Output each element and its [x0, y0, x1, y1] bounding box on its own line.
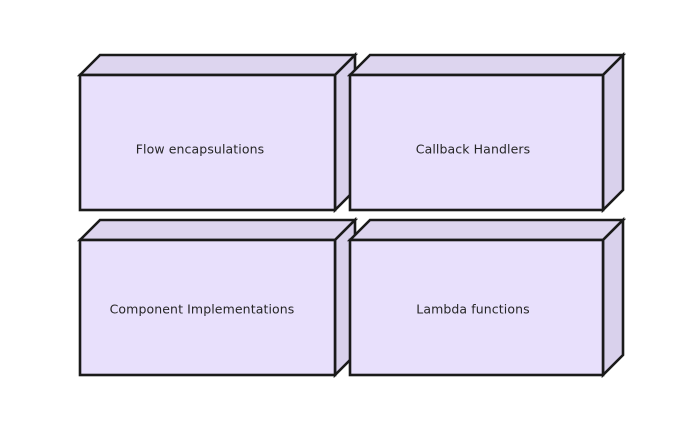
box-callback-handlers[interactable]	[346, 51, 627, 214]
box-flow-encapsulations-top-face	[76, 53, 359, 77]
boxes-layer	[76, 51, 627, 379]
box-flow-encapsulations[interactable]	[76, 51, 359, 214]
box-flow-encapsulations-label: Flow encapsulations	[136, 142, 265, 157]
labels-layer: Flow encapsulations Callback HandlersComp…	[110, 142, 531, 317]
box-lambda-functions-top-face	[346, 218, 627, 242]
box-component-implementations[interactable]	[76, 216, 359, 379]
box-callback-handlers-front-face	[348, 73, 605, 212]
box-callback-handlers-top-face	[346, 53, 627, 77]
box-lambda-functions[interactable]	[346, 216, 627, 379]
box-component-implementations-front-face	[78, 238, 337, 377]
box-component-implementations-label: Component Implementations	[110, 302, 295, 317]
box-lambda-functions-label: Lambda functions	[416, 302, 529, 317]
box-callback-handlers-side-face	[601, 51, 625, 214]
box-component-implementations-top-face	[76, 218, 359, 242]
box-callback-handlers-label: Callback Handlers	[416, 142, 530, 157]
box-lambda-functions-front-face	[348, 238, 605, 377]
box-lambda-functions-side-face	[601, 216, 625, 379]
box-flow-encapsulations-front-face	[78, 73, 337, 212]
